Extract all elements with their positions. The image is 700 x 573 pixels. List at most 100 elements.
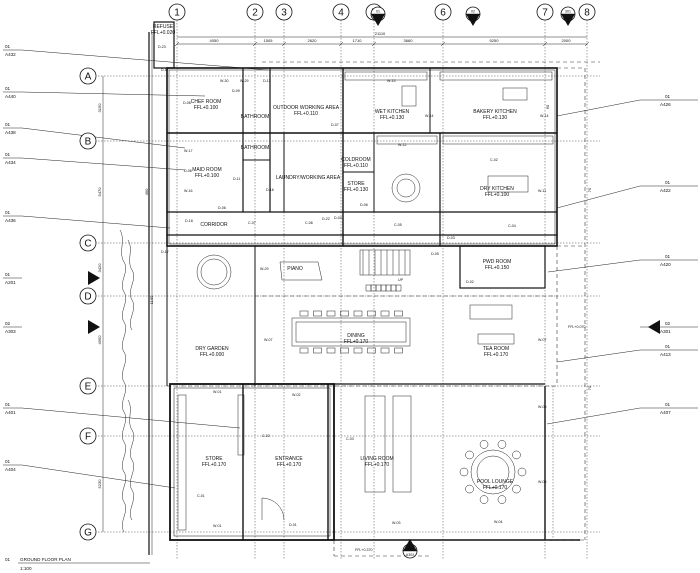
element-tag: D-06 <box>184 169 192 173</box>
room-name: MAID ROOM <box>192 167 221 173</box>
section-marker-num: 301 <box>565 10 571 14</box>
section-marker-num: 01 <box>376 10 380 14</box>
furniture <box>196 71 554 521</box>
section-arrow-icon <box>371 14 385 26</box>
room-name: ENTRANCE <box>275 456 303 462</box>
room-name: BAKERY KITCHEN <box>473 109 517 115</box>
element-tag: D-02 <box>466 280 474 284</box>
section-arrow-icon <box>466 14 480 26</box>
site-hatch <box>119 229 134 533</box>
room-level: FFL+0.020 <box>151 30 176 36</box>
element-tag: D-16 <box>266 188 274 192</box>
element-tag: D-03 <box>447 236 455 240</box>
callout-ref: A407 <box>660 410 671 415</box>
room-level: FFL+0.110 <box>344 163 368 169</box>
callout-num: 01 <box>5 152 11 157</box>
grid-row-label: E <box>85 382 92 393</box>
element-tag: FFL+0.370 <box>355 548 372 552</box>
top-dimension: 1710 <box>353 38 363 43</box>
section-marker-ref: A303 <box>374 16 382 20</box>
side-dimension: 70 <box>587 385 592 390</box>
grid-col-label: 6 <box>440 8 446 19</box>
element-tag: W-14 <box>425 114 434 118</box>
left-dimension: 5470 <box>97 187 102 197</box>
callout-ref: A201 <box>5 280 16 285</box>
callout-ref: A422 <box>660 188 671 193</box>
grid-bubble <box>79 287 97 305</box>
top-dimension: 2620 <box>308 38 318 43</box>
callout-ref: A438 <box>5 130 16 135</box>
grid-col-label: 1 <box>174 8 180 19</box>
room-name: WET KITCHEN <box>375 109 410 115</box>
room-name: DRY KITCHEN <box>480 186 514 192</box>
side-dimension: 60 <box>545 104 550 109</box>
element-tag: W-01 <box>213 524 222 528</box>
room-level: FFL+0.100 <box>485 192 510 198</box>
element-tag: D-11 <box>233 177 241 181</box>
room-level: FFL+0.170 <box>365 462 390 468</box>
callout-ref: A303 <box>5 329 16 334</box>
room-level: FFL+0.170 <box>344 339 369 345</box>
element-tag: D-06 <box>218 206 226 210</box>
element-tag: C-02 <box>490 158 498 162</box>
element-tag: W-14 <box>540 114 549 118</box>
section-arrow-icon <box>561 14 575 26</box>
top-dimension: 5250 <box>490 38 500 43</box>
room-name: DINING <box>347 333 365 339</box>
room-level: FFL+0.150 <box>485 265 510 271</box>
grid-bubble <box>79 67 97 85</box>
grid-bubble <box>79 377 97 395</box>
element-tag: UP <box>398 278 404 282</box>
element-tag: C-02 <box>262 434 270 438</box>
walls <box>153 21 600 557</box>
drawing-number: 01 <box>5 557 11 562</box>
callout-num: 01 <box>665 180 671 185</box>
room-name: REFUSE <box>153 24 174 30</box>
callout-num: 01 <box>665 402 671 407</box>
callout-num: 01 <box>665 94 671 99</box>
element-tag: W-02 <box>292 393 301 397</box>
element-tag: C-06 <box>305 221 313 225</box>
room-level: FFL+0.100 <box>195 173 220 179</box>
room-level: FFL+0.130 <box>483 115 508 121</box>
top-dimension: 3660 <box>404 38 414 43</box>
element-tag: W-29 <box>240 79 249 83</box>
room-level: FFL+0.100 <box>194 105 219 111</box>
element-tag: W-06 <box>538 405 547 409</box>
element-tag: W-07 <box>264 338 273 342</box>
grid-row-label: A <box>85 72 92 83</box>
element-tag: W-12 <box>398 143 407 147</box>
room-name: BATHROOM <box>241 145 270 151</box>
grid-bubble <box>275 3 293 21</box>
callout-ref: A426 <box>660 102 671 107</box>
element-tag: W-17 <box>184 149 193 153</box>
callout-num: 01 <box>5 44 11 49</box>
element-tag: D-06 <box>183 101 191 105</box>
room-level: FFL+0.130 <box>344 187 369 193</box>
element-tag: W-04 <box>494 520 503 524</box>
section-marker-ref: A301 <box>564 16 572 20</box>
element-tag: D-04 <box>334 216 342 220</box>
callout-num: 01 <box>5 122 11 127</box>
section-marker-ref: A302 <box>406 553 414 557</box>
room-name: CHEF ROOM <box>191 99 222 105</box>
room-level: FFL+0.170 <box>484 352 509 358</box>
left-dimension: 5230 <box>97 479 102 489</box>
callout-num: 01 <box>5 272 11 277</box>
element-tag: W-05 <box>538 480 547 484</box>
callout-ref: A401 <box>5 410 16 415</box>
callout-num: 01 <box>5 402 11 407</box>
element-tag: W-16 <box>184 189 193 193</box>
callout-leaders <box>3 49 698 489</box>
element-tag: W-01 <box>213 390 222 394</box>
element-tag: D-23 <box>158 45 166 49</box>
callout-ref: A420 <box>660 262 671 267</box>
room-name: STORE <box>205 456 223 462</box>
grid-col-label: 2 <box>252 8 258 19</box>
callout-num: 02 <box>665 321 671 326</box>
room-name: PWD ROOM <box>483 259 512 265</box>
element-tag: C-07 <box>248 221 256 225</box>
element-tag: C-01 <box>197 494 205 498</box>
element-tag: W-11 <box>538 189 546 193</box>
room-level: FFL+0.110 <box>294 111 318 117</box>
